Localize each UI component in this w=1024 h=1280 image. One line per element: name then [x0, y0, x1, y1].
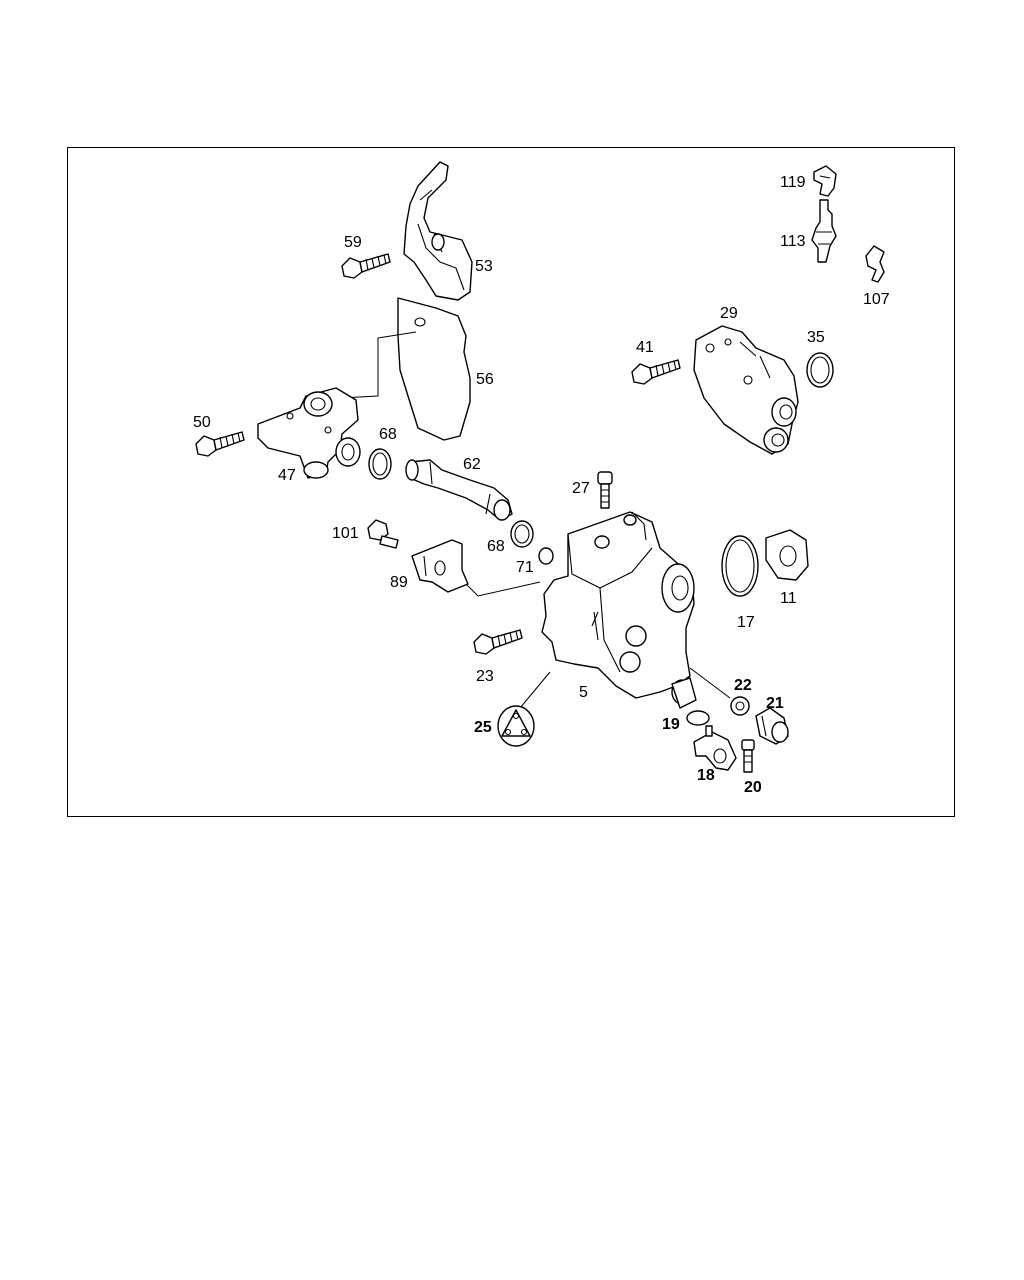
- part-41-bolt-icon: [631, 359, 681, 385]
- part-23-bolt-icon: [473, 629, 523, 655]
- callout-21: 21: [766, 695, 784, 712]
- part-119-clip-icon: [813, 165, 837, 197]
- part-71-seal-icon: [538, 547, 554, 565]
- callout-113: 113: [780, 233, 806, 250]
- part-11-flange-icon: [765, 529, 809, 581]
- callout-53: 53: [475, 258, 493, 275]
- part-17-oring-icon: [721, 535, 759, 597]
- part-53-bracket-icon: [403, 161, 473, 301]
- part-47-valve-block-icon: [257, 387, 361, 479]
- callout-41: 41: [636, 339, 654, 356]
- callout-119: 119: [780, 174, 806, 191]
- callout-11: 11: [780, 590, 797, 607]
- callout-35: 35: [807, 329, 825, 346]
- part-50-bolt-icon: [195, 431, 245, 457]
- leader-89: [465, 581, 541, 597]
- callout-59: 59: [344, 234, 362, 251]
- callout-68: 68: [379, 426, 397, 443]
- part-20-screw-icon: [741, 739, 755, 773]
- callout-47: 47: [278, 467, 296, 484]
- callout-71: 71: [516, 559, 534, 576]
- part-18-sensor-icon: [693, 725, 737, 771]
- callout-50: 50: [193, 414, 211, 431]
- part-62-tube-icon: [405, 459, 513, 521]
- callout-18: 18: [697, 767, 715, 784]
- leader-5: [519, 671, 551, 709]
- diagram-frame: [67, 147, 955, 817]
- part-89-bracket-icon: [411, 539, 469, 593]
- callout-56: 56: [476, 371, 494, 388]
- part-25-plate-icon: [497, 705, 535, 747]
- part-107-clip-icon: [865, 245, 885, 283]
- callout-5: 5: [579, 684, 588, 701]
- callout-20: 20: [744, 779, 762, 796]
- part-21-plug-icon: [755, 707, 789, 745]
- callout-22: 22: [734, 677, 752, 694]
- callout-101: 101: [332, 525, 359, 542]
- part-19-oring-icon: [686, 710, 710, 726]
- part-101-bolt-icon: [367, 519, 399, 549]
- part-5-high-pressure-pump-icon: [541, 511, 697, 709]
- part-113-connector-icon: [811, 199, 837, 263]
- callout-107: 107: [863, 291, 890, 308]
- callout-23: 23: [476, 668, 494, 685]
- leader-22: [689, 667, 731, 699]
- part-56-gasket-icon: [397, 297, 471, 441]
- leader-56: [339, 331, 417, 399]
- callout-62: 62: [463, 456, 481, 473]
- callout-89: 89: [390, 574, 408, 591]
- part-22-washer-icon: [730, 696, 750, 716]
- part-27-screw-icon: [597, 471, 613, 509]
- callout-25: 25: [474, 719, 492, 736]
- callout-17: 17: [737, 614, 755, 631]
- callout-19: 19: [662, 716, 680, 733]
- part-59-bolt-icon: [341, 253, 391, 279]
- callout-27: 27: [572, 480, 590, 497]
- part-29-housing-icon: [693, 325, 799, 455]
- callout-29: 29: [720, 305, 738, 322]
- callout-68-2: 68: [487, 538, 505, 555]
